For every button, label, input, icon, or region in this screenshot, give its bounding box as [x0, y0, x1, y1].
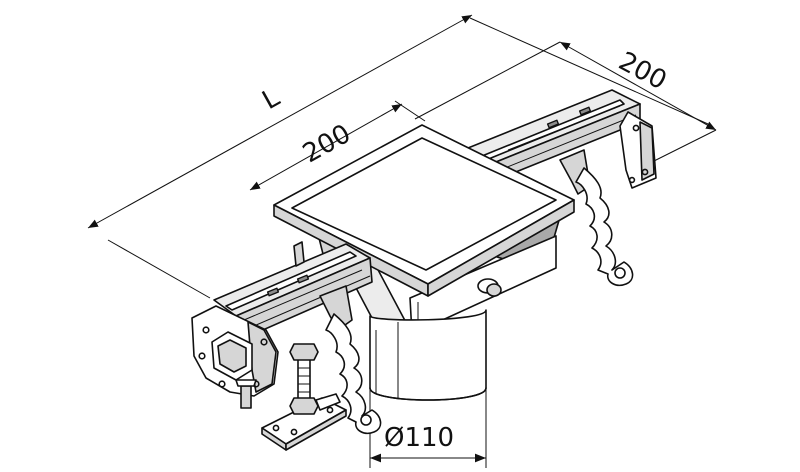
- depth-extension-line-top: [414, 41, 561, 120]
- depth-dimension-line: [559, 41, 717, 131]
- frame-width-label: 200: [298, 119, 356, 169]
- frame-width-dimension-line: [249, 103, 403, 191]
- length-extension-line-left: [107, 239, 211, 299]
- outlet-pipe: [369, 309, 487, 401]
- frame-width-extension-line: [394, 100, 426, 122]
- left-clamp: [319, 285, 382, 435]
- depth-extension-line-bottom: [649, 129, 717, 164]
- right-rail: [467, 89, 657, 287]
- length-label: L: [257, 83, 285, 117]
- left-end-plate: [191, 305, 279, 409]
- left-rail: [213, 241, 373, 341]
- leveling-foot: [261, 343, 347, 451]
- outlet-diameter-label: Ø110: [384, 423, 454, 453]
